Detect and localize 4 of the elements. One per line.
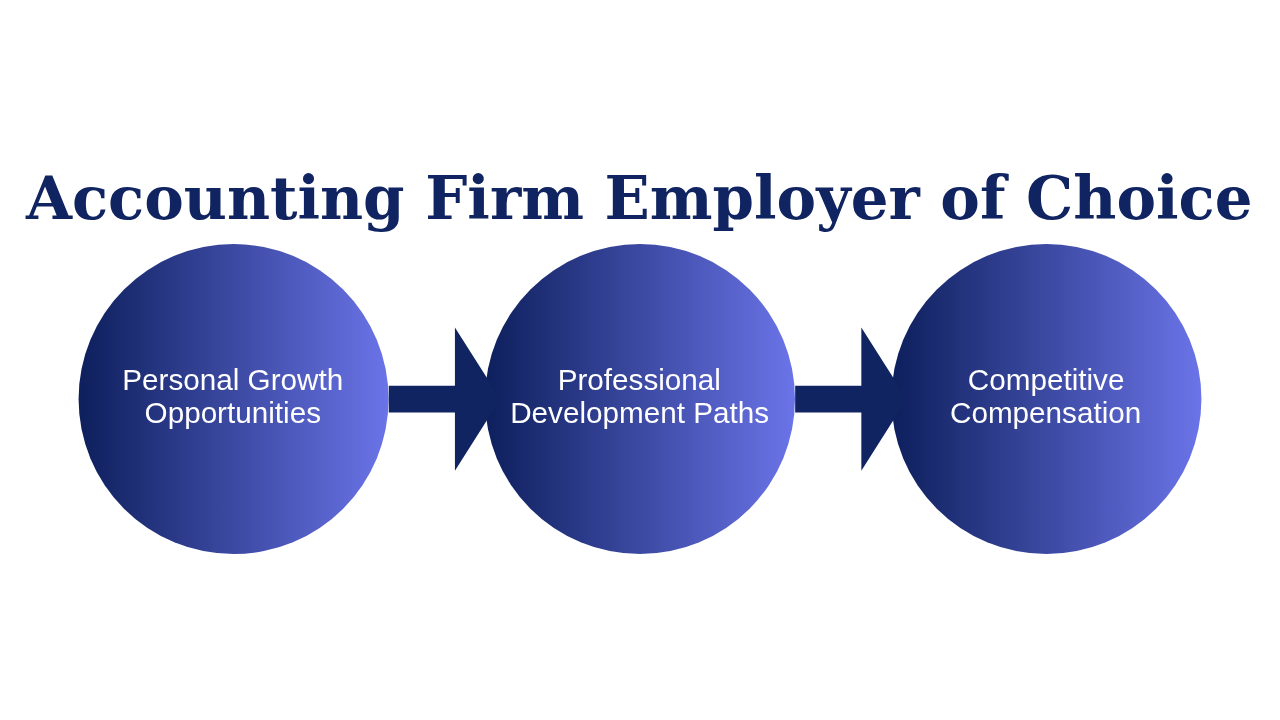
node-circle: Professional Development Paths xyxy=(485,243,795,554)
node-circle: Personal Growth Opportunities xyxy=(78,243,389,554)
diagram-title: Accounting Firm Employer of Choice xyxy=(25,162,1253,233)
node-circle: Competitive Compensation xyxy=(891,243,1202,554)
